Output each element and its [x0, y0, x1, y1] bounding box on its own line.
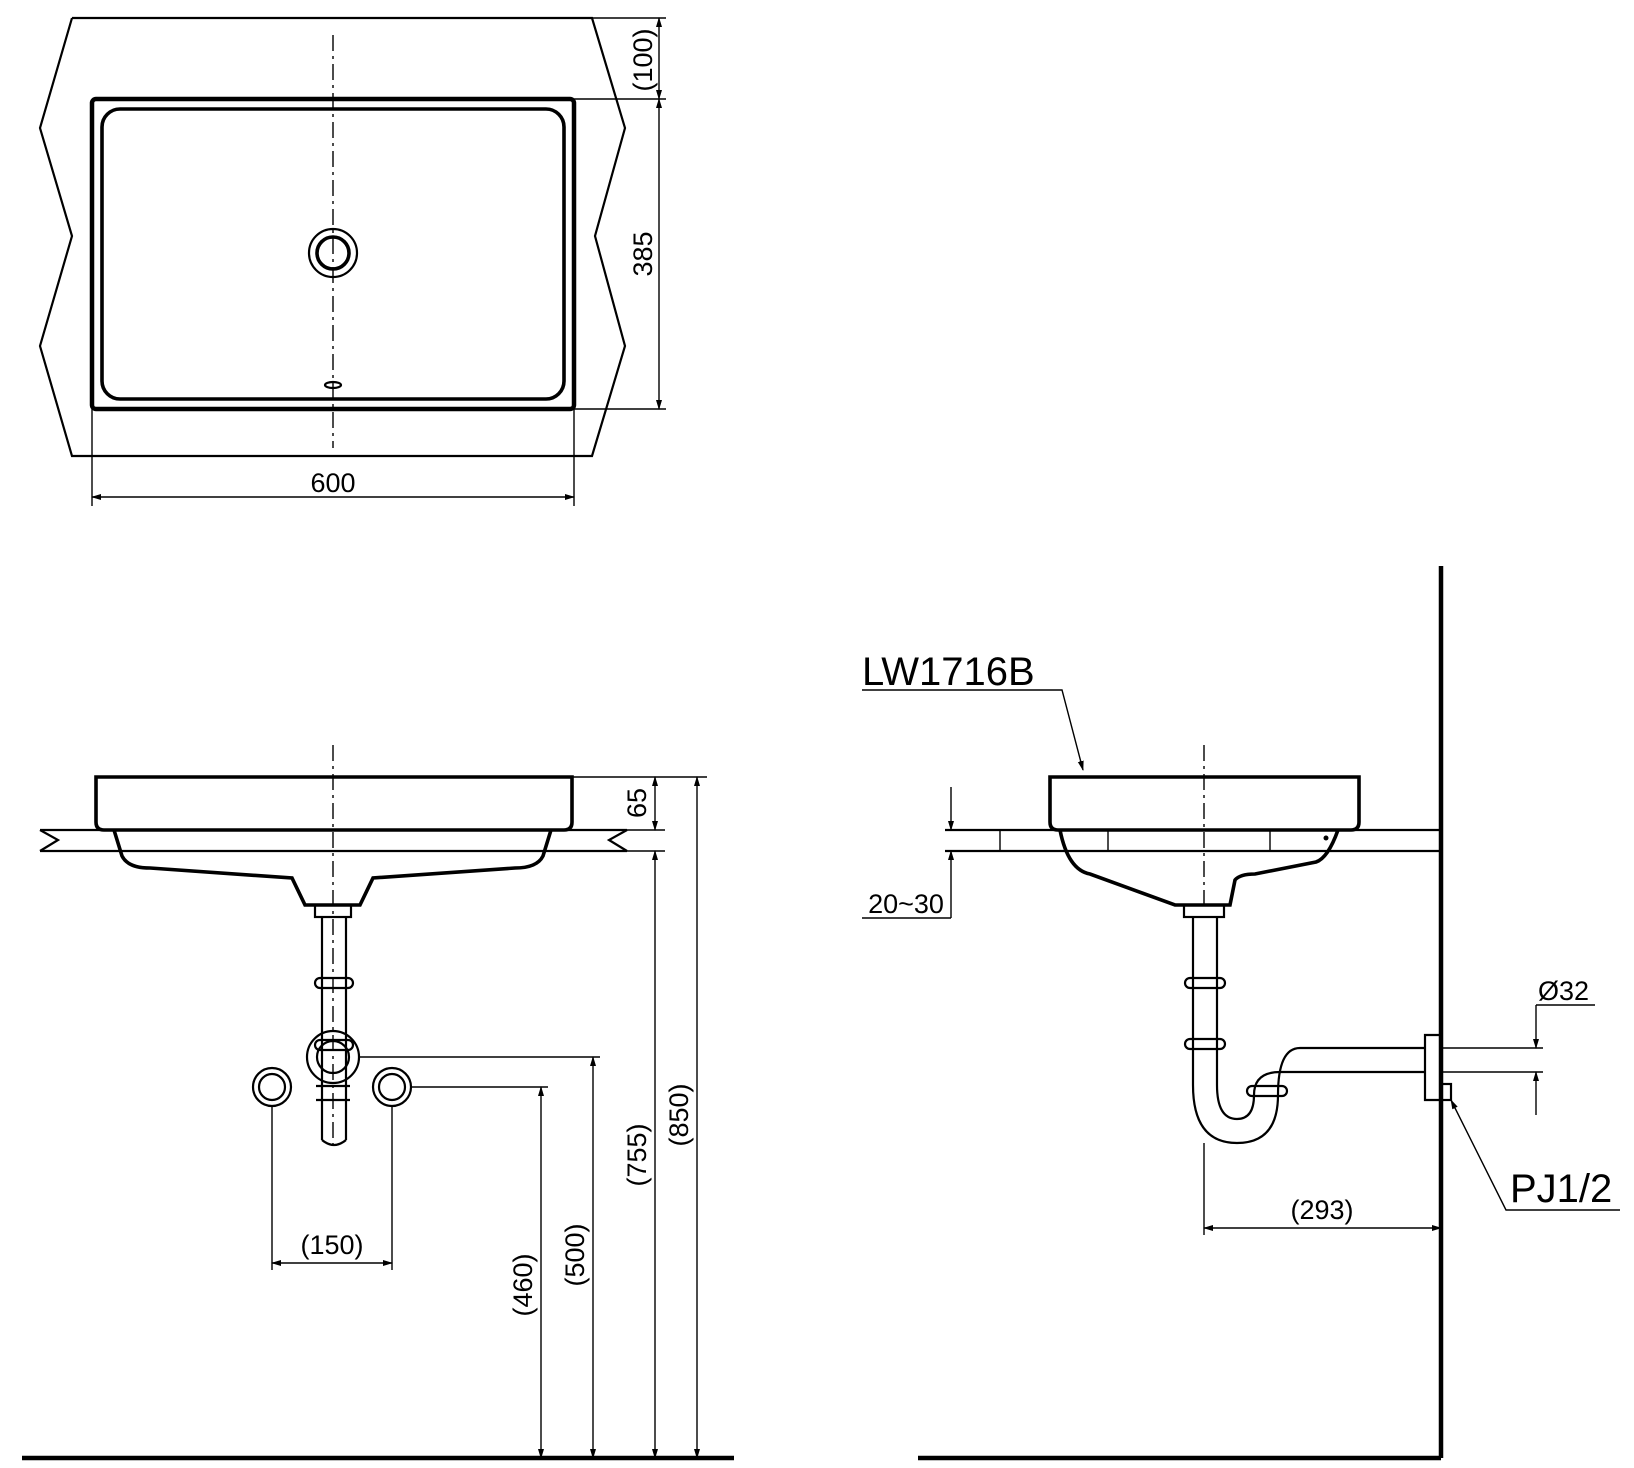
- thread-leader: [1450, 1099, 1620, 1211]
- trap-inner: [1215, 1070, 1425, 1121]
- supply-height-label: (460): [508, 1253, 538, 1316]
- side-view: LW1716B 20~30 Ø32 PJ1/2 (293): [862, 566, 1620, 1461]
- rim-height-label: 65: [622, 788, 652, 818]
- side-overflow-dot: [1323, 835, 1329, 841]
- counter-thickness-label: 20~30: [868, 889, 944, 919]
- side-basin-rim: [1048, 775, 1361, 832]
- wall-distance-label: (293): [1290, 1195, 1353, 1225]
- plan-view: 600 (100) 385: [38, 16, 666, 506]
- front-drain-nut: [313, 903, 353, 919]
- side-drain-nut: [1182, 903, 1226, 919]
- model-leader: [862, 689, 1084, 771]
- wall-flange: [1423, 1033, 1443, 1102]
- counter-outline: [38, 16, 627, 458]
- front-slip-joint-1: [313, 976, 355, 990]
- model-label: LW1716B: [862, 650, 1035, 694]
- side-slip-joint-1: [1183, 976, 1227, 990]
- front-basin-rim: [94, 775, 574, 832]
- drain-diameter-label: Ø32: [1538, 976, 1589, 1006]
- counter-height-label: (755): [622, 1123, 652, 1186]
- front-trap-inner: [315, 1039, 351, 1075]
- side-slip-joint-3: [1245, 1084, 1289, 1098]
- trap-outer: [1191, 1046, 1425, 1145]
- drain-inner-circle: [315, 235, 351, 271]
- front-view: (150) (460) (500) (755) (850) 65: [22, 745, 734, 1461]
- drain-outer-circle: [307, 227, 359, 279]
- rim-top-height-label: (850): [664, 1083, 694, 1146]
- depth-label: 385: [628, 231, 658, 276]
- side-slip-joint-2: [1183, 1037, 1227, 1051]
- left-supply-inner: [257, 1072, 287, 1102]
- right-supply-inner: [377, 1072, 407, 1102]
- thread-label: PJ1/2: [1510, 1167, 1612, 1211]
- back-offset-label: (100): [628, 28, 658, 91]
- width-label: 600: [310, 468, 355, 498]
- drain-height-label: (500): [560, 1223, 590, 1286]
- supply-spacing-label: (150): [300, 1230, 363, 1260]
- side-basin-bowl: [1058, 829, 1340, 907]
- overflow-slot: [323, 380, 343, 390]
